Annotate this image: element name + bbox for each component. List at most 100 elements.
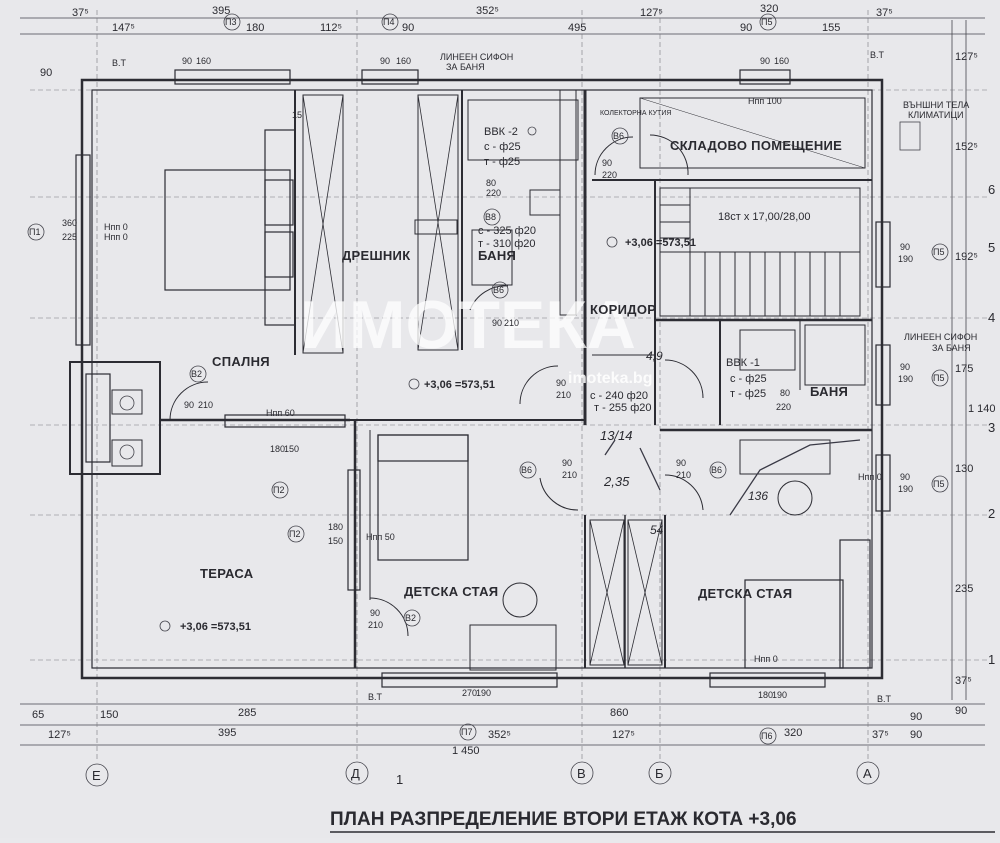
axis-one: 1: [396, 772, 403, 787]
exterior-walls: [80, 78, 884, 680]
note-siphon-1a: ЛИНЕЕН СИФОН: [440, 52, 513, 62]
dim-misc-39: 190: [476, 688, 491, 698]
axis-row-6: 6: [988, 182, 995, 197]
room-corridor: КОРИДОР: [590, 302, 656, 317]
tag-p4: П4: [383, 17, 394, 27]
dim-misc-8: 225: [62, 232, 77, 242]
dim-right-1: 127⁵: [955, 51, 978, 63]
dim-bottom-3: 285: [238, 707, 256, 719]
level-marker-2: +3,06 =573,51: [625, 237, 696, 249]
dim-misc-47: 210: [556, 390, 571, 400]
dim-misc-11: Нпп 100: [748, 96, 782, 106]
note-siphon-1b: ЗА БАНЯ: [446, 62, 485, 72]
dim-misc-20: 210: [198, 400, 213, 410]
room-bath-2: БАНЯ: [810, 384, 848, 399]
drawing-title: ПЛАН РАЗПРЕДЕЛЕНИЕ ВТОРИ ЕТАЖ КОТА +3,06: [330, 809, 797, 830]
dim-misc-2: 160: [196, 56, 211, 66]
dim-misc-27: 180: [270, 444, 285, 454]
tag-b2-b: В2: [405, 613, 416, 623]
dim-misc-10: Нпп 0: [858, 472, 882, 482]
dim-bottom-11: 37⁵: [872, 729, 889, 741]
bedroom-bed: [164, 129, 296, 326]
hand-note-3: 2,35: [603, 474, 630, 489]
staircase: [659, 187, 861, 317]
dim-top-10: 495: [568, 22, 586, 34]
dim-bottom-9: 127⁵: [612, 729, 635, 741]
dim-misc-16: 220: [602, 170, 617, 180]
chimney-block: [69, 361, 161, 475]
inner-dimensions: 90 160 90 160 90 160 360 225 Нпп 0 Нпп 0…: [62, 56, 913, 700]
annotations: ЛИНЕЕН СИФОН ЗА БАНЯ ЛИНЕЕН СИФОН ЗА БАН…: [112, 50, 977, 704]
dim-misc-45: 220: [776, 402, 791, 412]
dim-misc-44: 80: [780, 388, 790, 398]
dim-top-11: 127⁵: [640, 7, 663, 19]
dim-misc-34: 90: [562, 458, 572, 468]
axis-b: Б: [655, 766, 664, 781]
axis-row-3: 3: [988, 420, 995, 435]
dim-right-4: 175: [955, 363, 973, 375]
note-vt-4: В.Т: [877, 694, 892, 704]
riser-a-title: ВВК -2: [484, 126, 518, 138]
dim-bottom-4: 860: [610, 707, 628, 719]
dim-misc-18: 210: [504, 318, 519, 328]
dim-bottom-2: 150: [100, 709, 118, 721]
dim-top-1: 37⁵: [72, 7, 89, 19]
room-kids-1: ДЕТСКА СТАЯ: [404, 584, 498, 599]
dim-bottom-total: 1 450: [452, 745, 480, 757]
room-storage: СКЛАДОВО ПОМЕЩЕНИЕ: [670, 138, 842, 153]
dim-misc-41: 190: [772, 690, 787, 700]
dim-top-12: 90: [740, 22, 752, 34]
riser-a-hot: т - ф25: [484, 156, 520, 168]
storage-room: [639, 97, 866, 169]
dim-misc-22: 190: [898, 254, 913, 264]
dim-misc-42: Нпп 0: [754, 654, 778, 664]
tag-b6-d: В6: [711, 465, 722, 475]
dim-misc-17: 90: [492, 318, 502, 328]
tag-p5-d: П5: [933, 479, 944, 489]
tag-p2-b: П2: [289, 529, 300, 539]
dim-misc-12: Нпп 60: [266, 408, 295, 418]
tag-p5-c: П5: [933, 373, 944, 383]
tag-p5: П5: [761, 17, 772, 27]
kids-bed-1: [377, 434, 469, 561]
tag-p2-a: П2: [273, 485, 284, 495]
hand-note-2: 4,9: [646, 349, 663, 363]
dim-right-7: 37⁵: [955, 675, 972, 687]
dim-top-7: 180: [246, 22, 264, 34]
dim-misc-35: 210: [562, 470, 577, 480]
level-marker-1: +3,06 =573,51: [424, 379, 495, 391]
tag-p6: П6: [761, 731, 772, 741]
kids-bed-2: [744, 539, 871, 669]
room-bedroom: СПАЛНЯ: [212, 354, 270, 369]
dim-top-13: 155: [822, 22, 840, 34]
dim-misc-9: Нпп 0: [104, 222, 128, 232]
dim-bottom-1: 65: [32, 709, 44, 721]
handwritten-marks: [604, 439, 861, 516]
dim-misc-30: 150: [328, 536, 343, 546]
handwritten-notes: 13/14 4,9 2,35 136 54: [600, 349, 768, 537]
tag-b6-c: В6: [521, 465, 532, 475]
note-ac-1: ВЪНШНИ ТЕЛА: [903, 100, 969, 110]
hand-note-1: 13/14: [600, 428, 633, 443]
dim-top-4: 320: [760, 3, 778, 15]
windows: [75, 69, 891, 688]
note-vt-1: В.Т: [112, 58, 127, 68]
axis-e: Е: [92, 768, 101, 783]
dim-right-total: 1 140: [968, 403, 996, 415]
watermark: ИМОТЕКА imoteka.bg: [300, 287, 652, 387]
dim-right-6: 235: [955, 583, 973, 595]
tag-p5-b: П5: [933, 247, 944, 257]
dim-right-2: 152⁵: [955, 141, 978, 153]
riser-b-hot: т - ф25: [730, 388, 766, 400]
top-dimensions: 37⁵ 395 352⁵ 320 37⁵ 147⁵ 180 112⁵ 90 49…: [40, 3, 893, 79]
riser-a-cold: с - ф25: [484, 141, 521, 153]
dim-misc-23: 90: [900, 362, 910, 372]
note-vt-3: В.Т: [368, 692, 383, 702]
axis-a: А: [863, 766, 872, 781]
desks: [469, 439, 831, 671]
pipe-label-3: с - 240 ф20: [590, 390, 648, 402]
bottom-dimensions: 65 150 285 860 90 127⁵ 395 352⁵ 127⁵ 320…: [32, 707, 922, 757]
dim-right-3: 192⁵: [955, 251, 978, 263]
axis-v: В: [577, 766, 586, 781]
watermark-brand: ИМОТЕКА: [300, 287, 636, 363]
